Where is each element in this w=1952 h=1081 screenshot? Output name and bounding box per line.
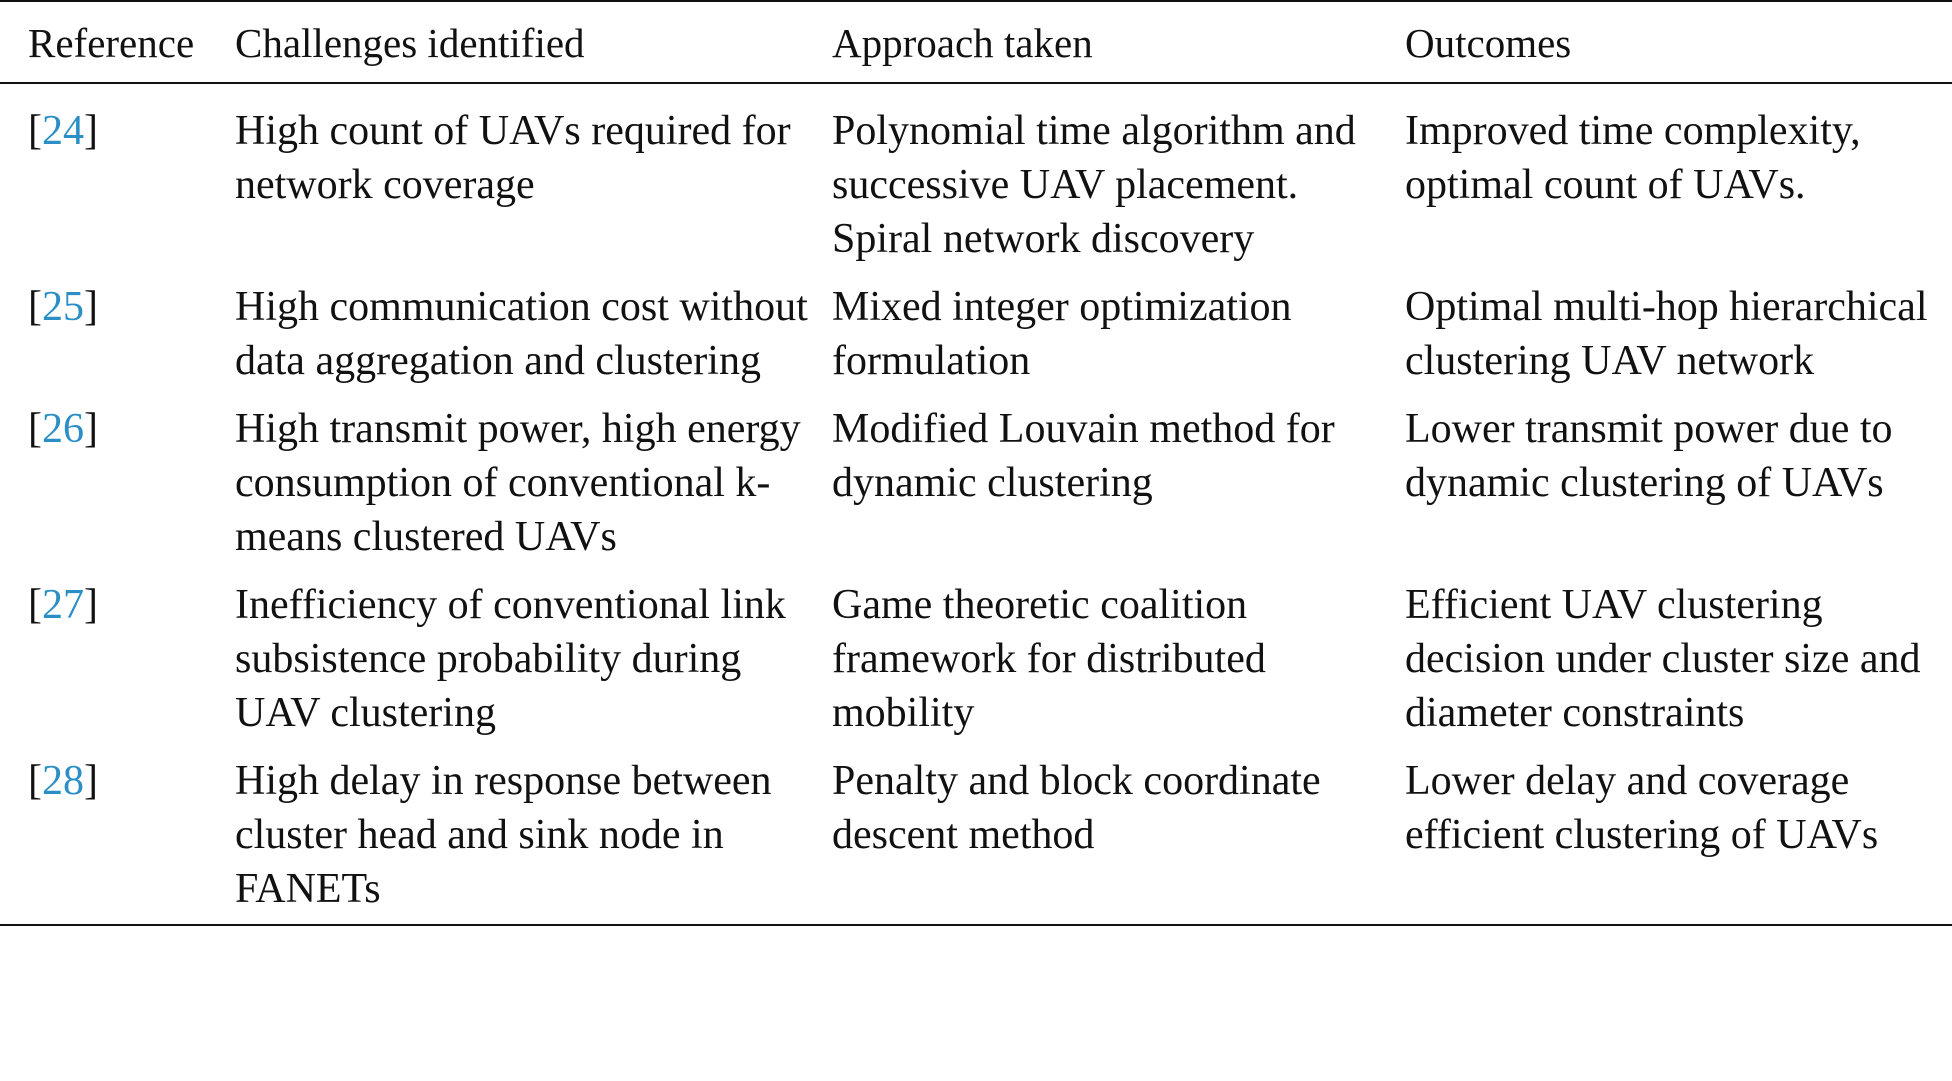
reference-cell: [25] [0, 280, 235, 402]
bracket-open: [ [28, 758, 42, 804]
table-header: Reference Challenges identified Approach… [0, 1, 1952, 83]
reference-cell: [28] [0, 754, 235, 925]
table-row: [28] High delay in response between clus… [0, 754, 1952, 925]
citation-link[interactable]: 28 [42, 758, 84, 804]
challenge-cell: High delay in response between cluster h… [235, 758, 772, 912]
bracket-close: ] [84, 406, 98, 452]
bracket-close: ] [84, 582, 98, 628]
header-outcomes: Outcomes [1405, 20, 1572, 66]
header-approach: Approach taken [832, 20, 1093, 66]
reference-cell: [27] [0, 578, 235, 754]
bracket-open: [ [28, 108, 42, 154]
bracket-open: [ [28, 284, 42, 330]
bracket-open: [ [28, 406, 42, 452]
citation-link[interactable]: 25 [42, 284, 84, 330]
table-row: [25] High communication cost without dat… [0, 280, 1952, 402]
table-body: [24] High count of UAVs required for net… [0, 83, 1952, 925]
reference-cell: [24] [0, 83, 235, 280]
approach-cell: Penalty and block coordinate descent met… [832, 758, 1321, 858]
citation-link[interactable]: 24 [42, 108, 84, 154]
approach-cell: Game theoretic coalition framework for d… [832, 582, 1266, 736]
bracket-close: ] [84, 284, 98, 330]
challenge-cell: High count of UAVs required for network … [235, 108, 791, 208]
challenge-cell: High communication cost without data agg… [235, 284, 808, 384]
approach-cell: Modified Louvain method for dynamic clus… [832, 406, 1335, 506]
citation-link[interactable]: 26 [42, 406, 84, 452]
approach-cell: Polynomial time algorithm and successive… [832, 108, 1356, 262]
outcome-cell: Improved time complexity, optimal count … [1405, 108, 1861, 208]
approach-cell: Mixed integer optimization formulation [832, 284, 1292, 384]
challenge-cell: Inefficiency of conventional link subsis… [235, 582, 786, 736]
header-row: Reference Challenges identified Approach… [0, 1, 1952, 83]
header-challenges: Challenges identified [235, 20, 585, 66]
table-row: [24] High count of UAVs required for net… [0, 83, 1952, 280]
literature-comparison-table: Reference Challenges identified Approach… [0, 1, 1952, 925]
outcome-cell: Lower delay and coverage efficient clust… [1405, 758, 1879, 858]
bracket-close: ] [84, 758, 98, 804]
bracket-open: [ [28, 582, 42, 628]
table-row: [26] High transmit power, high energy co… [0, 402, 1952, 578]
citation-link[interactable]: 27 [42, 582, 84, 628]
bracket-close: ] [84, 108, 98, 154]
outcome-cell: Efficient UAV clustering decision under … [1405, 582, 1921, 736]
outcome-cell: Optimal multi-hop hierarchical clusterin… [1405, 284, 1928, 384]
challenge-cell: High transmit power, high energy consump… [235, 406, 801, 560]
reference-cell: [26] [0, 402, 235, 578]
header-reference: Reference [28, 20, 195, 66]
outcome-cell: Lower transmit power due to dynamic clus… [1405, 406, 1893, 506]
table-row: [27] Inefficiency of conventional link s… [0, 578, 1952, 754]
